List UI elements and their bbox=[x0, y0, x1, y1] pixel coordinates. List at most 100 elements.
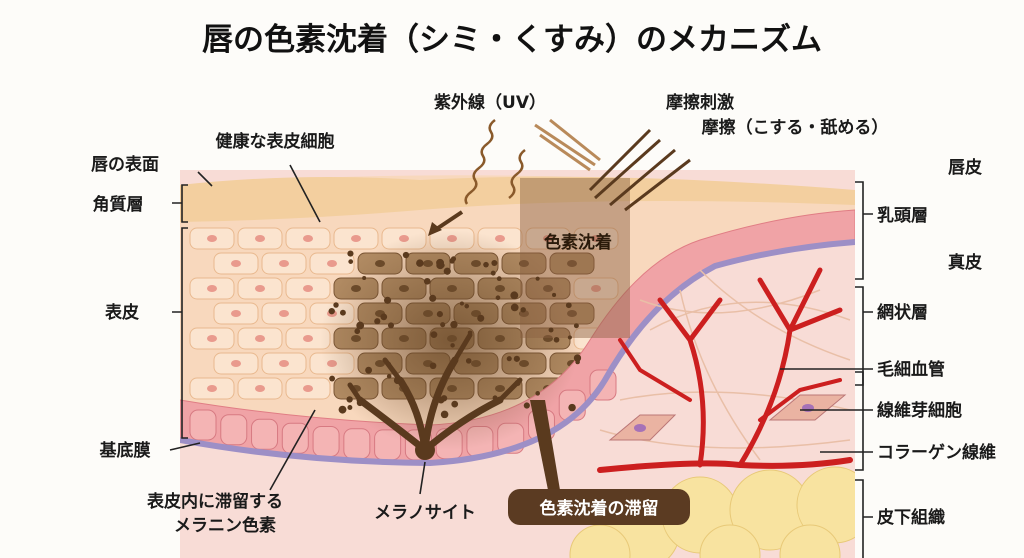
cell-nucleus bbox=[279, 260, 289, 267]
melanin-granule bbox=[440, 322, 446, 328]
label-basement-membrane: 基底膜 bbox=[99, 440, 151, 461]
melanin-granule bbox=[573, 354, 582, 362]
left-brackets bbox=[172, 184, 188, 439]
melanin-granule bbox=[440, 410, 449, 419]
cell-nucleus bbox=[255, 335, 265, 342]
label-melanin-1: 表皮内に滞留する bbox=[147, 491, 283, 512]
stratum-corneum bbox=[180, 176, 855, 222]
melanin-granule bbox=[347, 404, 353, 410]
melanin-granule bbox=[513, 355, 520, 362]
melanin-granule bbox=[449, 258, 455, 264]
melanin-granule bbox=[346, 396, 353, 403]
cell-nucleus bbox=[351, 235, 361, 242]
melanin-granule bbox=[575, 359, 580, 365]
capillaries bbox=[597, 267, 853, 473]
melanin-granule bbox=[568, 403, 576, 412]
melanin-granule bbox=[374, 318, 381, 325]
label-melanocyte: メラノサイト bbox=[374, 503, 476, 523]
cell-nucleus bbox=[591, 235, 601, 242]
melanocyte bbox=[347, 332, 523, 460]
melanin-granule bbox=[354, 328, 361, 335]
label-papillary-layer: 乳頭層 bbox=[877, 205, 928, 226]
melanin-granule bbox=[450, 343, 455, 348]
melanin-granule bbox=[467, 330, 473, 336]
melanin-granule bbox=[429, 294, 437, 302]
melanin-granule bbox=[393, 376, 402, 385]
label-lip-surface: 唇の表面 bbox=[91, 154, 159, 175]
melanin-granule bbox=[328, 307, 335, 315]
cell-nucleus bbox=[255, 385, 265, 392]
uv-arrow-lines bbox=[534, 118, 601, 172]
cell-nucleus bbox=[231, 360, 241, 367]
melanin-granule bbox=[495, 295, 501, 301]
melanin-granule bbox=[553, 336, 560, 343]
cell-nucleus bbox=[207, 235, 217, 242]
melanin-granule bbox=[510, 303, 519, 312]
label-collagen: コラーゲン線維 bbox=[877, 442, 996, 463]
melanin-granule bbox=[573, 323, 579, 329]
melanin-granule bbox=[430, 331, 438, 339]
cell-nucleus bbox=[279, 310, 289, 317]
label-stratum-corneum: 角質層 bbox=[93, 194, 144, 215]
melanin-granule bbox=[490, 270, 496, 276]
melanin-granules bbox=[328, 250, 582, 419]
label-uv: 紫外線（UV） bbox=[434, 92, 546, 113]
melanin-granule bbox=[523, 402, 530, 409]
melanin-granule bbox=[386, 374, 392, 379]
cell-nucleus bbox=[207, 335, 217, 342]
friction-arrows bbox=[588, 128, 691, 212]
melanin-granule bbox=[356, 321, 365, 330]
melanin-granule bbox=[450, 320, 458, 329]
melanin-granule bbox=[535, 276, 540, 281]
cell-nucleus bbox=[327, 260, 337, 267]
label-lip-skin: 唇皮 bbox=[948, 157, 982, 178]
cell-nucleus bbox=[543, 235, 553, 242]
fibroblasts bbox=[608, 394, 847, 441]
basal-cell bbox=[251, 418, 279, 450]
melanin-granule bbox=[383, 296, 392, 304]
melanin-granule bbox=[510, 291, 519, 300]
label-melanin-2: メラニン色素 bbox=[174, 515, 276, 536]
label-capillaries: 毛細血管 bbox=[877, 359, 945, 380]
label-reticular-layer: 網状層 bbox=[877, 302, 928, 323]
melanin-granule bbox=[429, 362, 437, 370]
cell-nucleus bbox=[255, 285, 265, 292]
melanin-granule bbox=[565, 302, 572, 309]
label-pigmentation: 色素沈着 bbox=[544, 232, 612, 253]
subcutaneous-fat bbox=[569, 466, 855, 558]
cell-nucleus bbox=[207, 285, 217, 292]
melanin-granule bbox=[535, 391, 540, 396]
cell-nucleus bbox=[303, 335, 313, 342]
leader-lines bbox=[169, 164, 873, 495]
cell-nucleus bbox=[303, 235, 313, 242]
melanin-granule bbox=[552, 292, 557, 298]
cell-nucleus bbox=[591, 285, 601, 292]
cell-nucleus bbox=[567, 260, 577, 267]
melanin-granule bbox=[567, 335, 572, 340]
basal-cell bbox=[220, 414, 248, 446]
melanin-granule bbox=[339, 309, 346, 316]
melanin-granule bbox=[496, 276, 502, 282]
cell-nucleus bbox=[303, 285, 313, 292]
melanin-granule bbox=[348, 259, 354, 264]
melanin-granule bbox=[464, 303, 470, 309]
melanin-granule bbox=[387, 322, 395, 329]
melanin-granule bbox=[451, 400, 459, 408]
cell-nucleus bbox=[255, 235, 265, 242]
melanin-granule bbox=[423, 277, 431, 285]
label-fibroblast: 線維芽細胞 bbox=[877, 400, 962, 421]
pigment-retention-badge bbox=[508, 489, 690, 525]
uv-rays bbox=[428, 119, 526, 236]
cell-nucleus bbox=[231, 260, 241, 267]
label-epidermis: 表皮 bbox=[105, 302, 139, 323]
melanin-granule bbox=[333, 302, 339, 308]
label-friction-detail: 摩擦（こする・舐める） bbox=[702, 117, 889, 138]
melanin-granule bbox=[386, 361, 392, 367]
melanin-granule bbox=[506, 356, 512, 362]
cell-nucleus bbox=[303, 385, 313, 392]
label-pigment-retention: 色素沈着の滞留 bbox=[540, 498, 659, 519]
melanin-granule bbox=[365, 366, 373, 374]
melanin-granule bbox=[416, 259, 424, 267]
melanin-granule bbox=[362, 275, 367, 280]
